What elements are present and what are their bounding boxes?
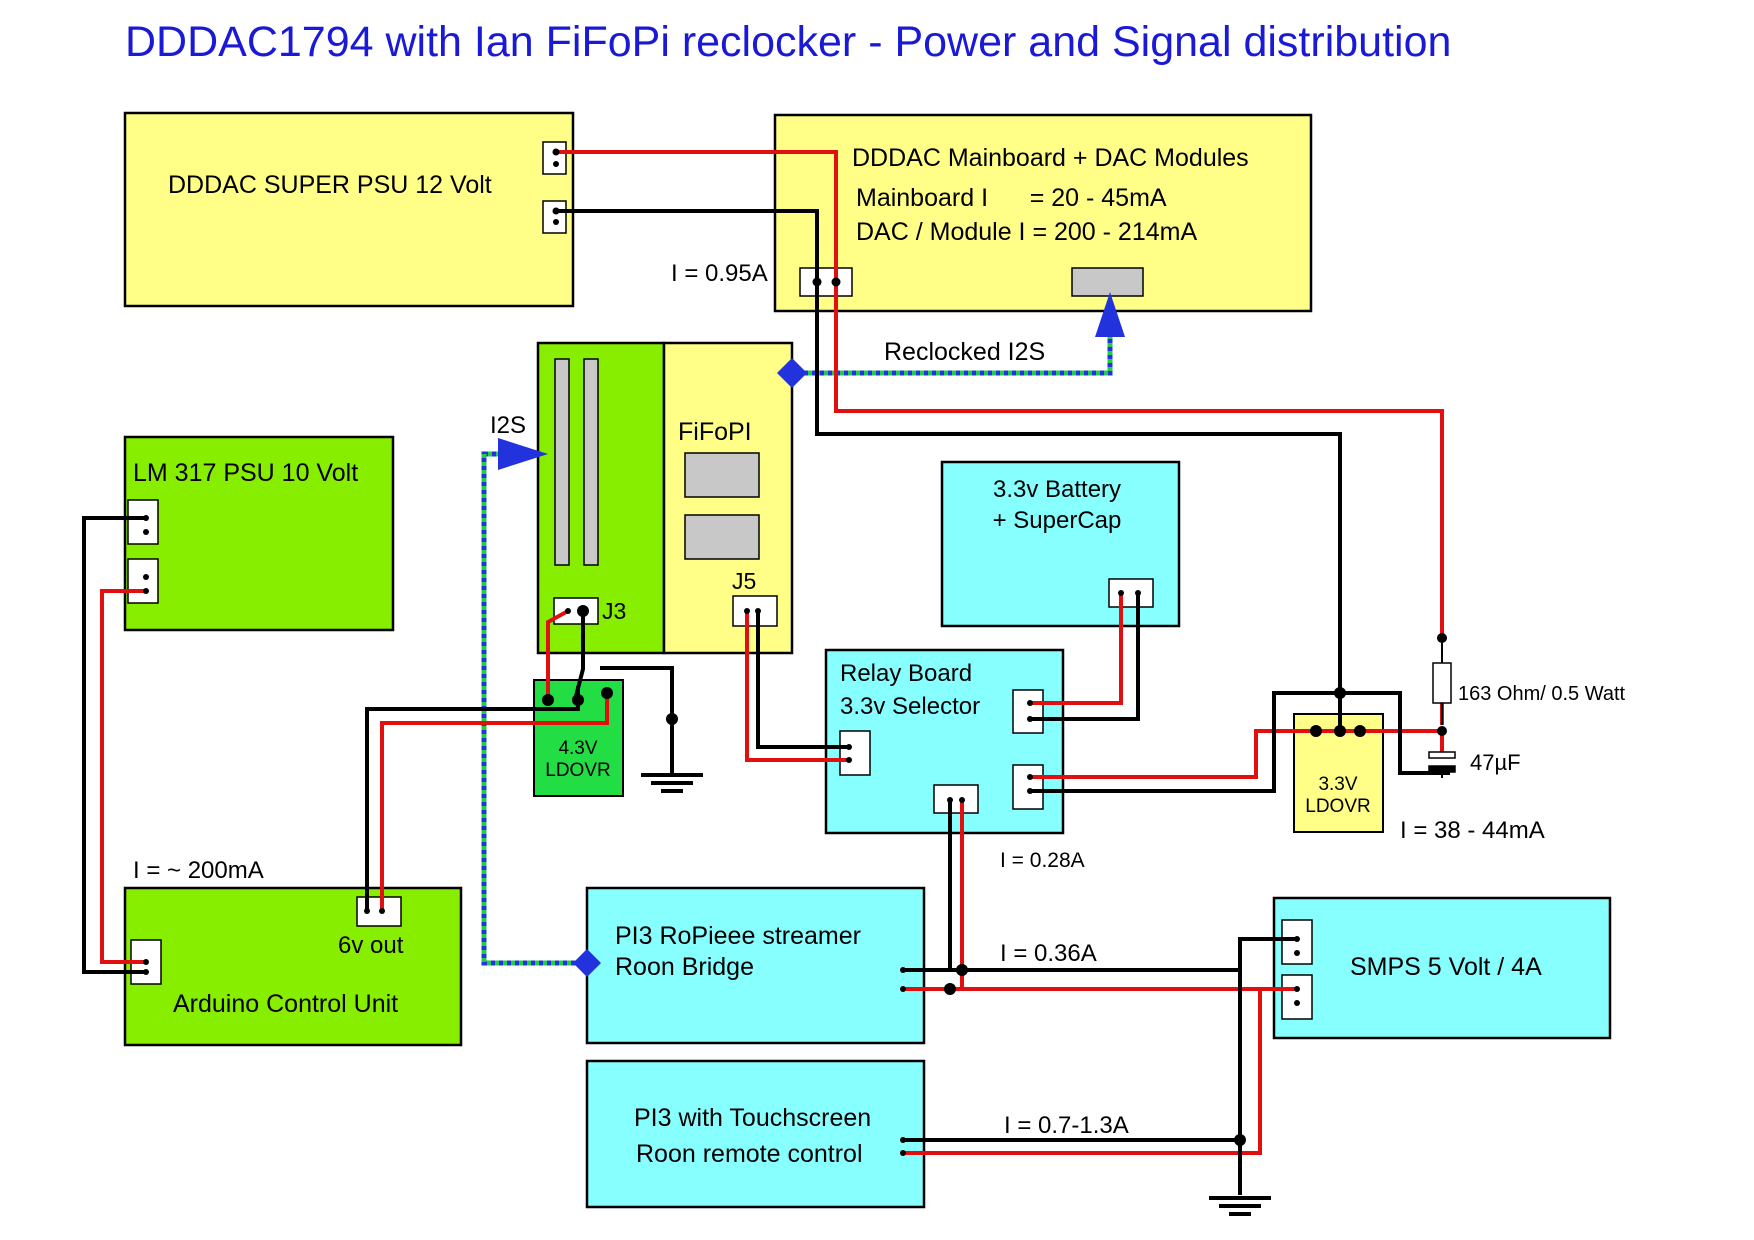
ground-symbol-smps — [1209, 1196, 1271, 1216]
super-psu-label: DDDAC SUPER PSU 12 Volt — [168, 171, 492, 199]
resistor-symbol — [1432, 662, 1452, 704]
pi3-i2s-diamond — [573, 949, 601, 977]
relay-power-connector — [933, 784, 979, 814]
reclocked-i2s-label: Reclocked I2S — [884, 338, 1045, 366]
fifopi-out-diamond — [777, 358, 807, 388]
lm317-block — [123, 435, 395, 632]
ground-symbol-fifopi — [641, 773, 703, 793]
battery-line2: + SuperCap — [993, 507, 1122, 534]
super-psu-connector-gnd — [542, 200, 567, 234]
gpio-header-left — [554, 358, 570, 566]
i2s-arrow — [498, 438, 548, 470]
i2s-label: I2S — [490, 412, 526, 439]
gpio-header-right — [583, 358, 599, 566]
pi3-streamer-line1: PI3 RoPieee streamer — [615, 922, 861, 950]
streamer-current-annotation: I = 0.36A — [1000, 940, 1097, 967]
super-psu-block — [123, 111, 575, 308]
mainboard-current-annotation: I = 0.95A — [671, 260, 768, 287]
relay-ldo-connector — [1012, 764, 1044, 810]
touch-current-annotation: I = 0.7-1.3A — [1004, 1112, 1129, 1139]
lm317-connector-gnd — [127, 499, 159, 545]
ldo33-current-annotation: I = 38 - 44mA — [1400, 817, 1545, 844]
battery-line1: 3.3v Battery — [993, 476, 1121, 503]
pi3-streamer-block — [585, 886, 926, 1045]
mainboard-label: DDDAC Mainboard + DAC Modules — [852, 144, 1249, 172]
j3-connector — [553, 597, 599, 625]
junction-dots — [143, 148, 1447, 1156]
capacitor-label: 47µF — [1470, 750, 1521, 775]
super-psu-connector-plus — [542, 141, 567, 175]
arduino-block — [123, 886, 463, 1047]
fifopi-label: FiFoPI — [678, 418, 752, 446]
ldo33-line2: LDOVR — [1305, 796, 1370, 817]
arduino-out-connector — [356, 896, 402, 927]
arduino-out-label: 6v out — [338, 932, 404, 959]
arduino-current-annotation: I = ~ 200mA — [133, 857, 264, 884]
j5-label: J5 — [732, 568, 756, 594]
reclocked-i2s-arrow — [1095, 292, 1125, 337]
pi3-touch-line1: PI3 with Touchscreen — [634, 1104, 871, 1132]
lm317-label: LM 317 PSU 10 Volt — [133, 459, 358, 487]
ldo33-line1: 3.3V — [1318, 774, 1357, 795]
relay-line1: Relay Board — [840, 660, 972, 687]
arduino-label: Arduino Control Unit — [173, 990, 398, 1018]
relay-current-annotation: I = 0.28A — [1000, 849, 1085, 872]
pi3-touch-line2: Roon remote control — [636, 1140, 863, 1168]
dac-module-current-line: DAC / Module I = 200 - 214mA — [856, 218, 1197, 246]
resistor-label: 163 Ohm/ 0.5 Watt — [1458, 683, 1626, 705]
j3-label: J3 — [602, 598, 626, 624]
pi3-touch-block — [585, 1059, 926, 1209]
battery-connector — [1108, 578, 1154, 608]
smps-connector-plus — [1281, 974, 1313, 1020]
relay-input-connector — [839, 730, 871, 776]
pi3-streamer-line2: Roon Bridge — [615, 953, 754, 981]
smps-label: SMPS 5 Volt / 4A — [1350, 953, 1542, 981]
ldo43-line2: LDOVR — [545, 760, 610, 781]
fifopi-chip-bottom — [684, 514, 760, 560]
reclocked-i2s-signal-line — [792, 320, 1113, 376]
mainboard-current-line: Mainboard I = 20 - 45mA — [856, 184, 1167, 212]
mainboard-block — [773, 113, 1313, 313]
relay-battery-connector — [1012, 689, 1044, 734]
ldo43-line1: 4.3V — [558, 738, 597, 759]
relay-line2: 3.3v Selector — [840, 693, 980, 720]
lm317-connector-plus — [127, 558, 159, 604]
smps-block — [1272, 896, 1612, 1040]
mainboard-power-connector — [799, 267, 853, 297]
mainboard-i2s-connector — [1071, 267, 1144, 297]
diagram-title: DDDAC1794 with Ian FiFoPi reclocker - Po… — [125, 18, 1452, 66]
capacitor-symbol — [1428, 751, 1456, 778]
fifopi-chip-top — [684, 452, 760, 498]
